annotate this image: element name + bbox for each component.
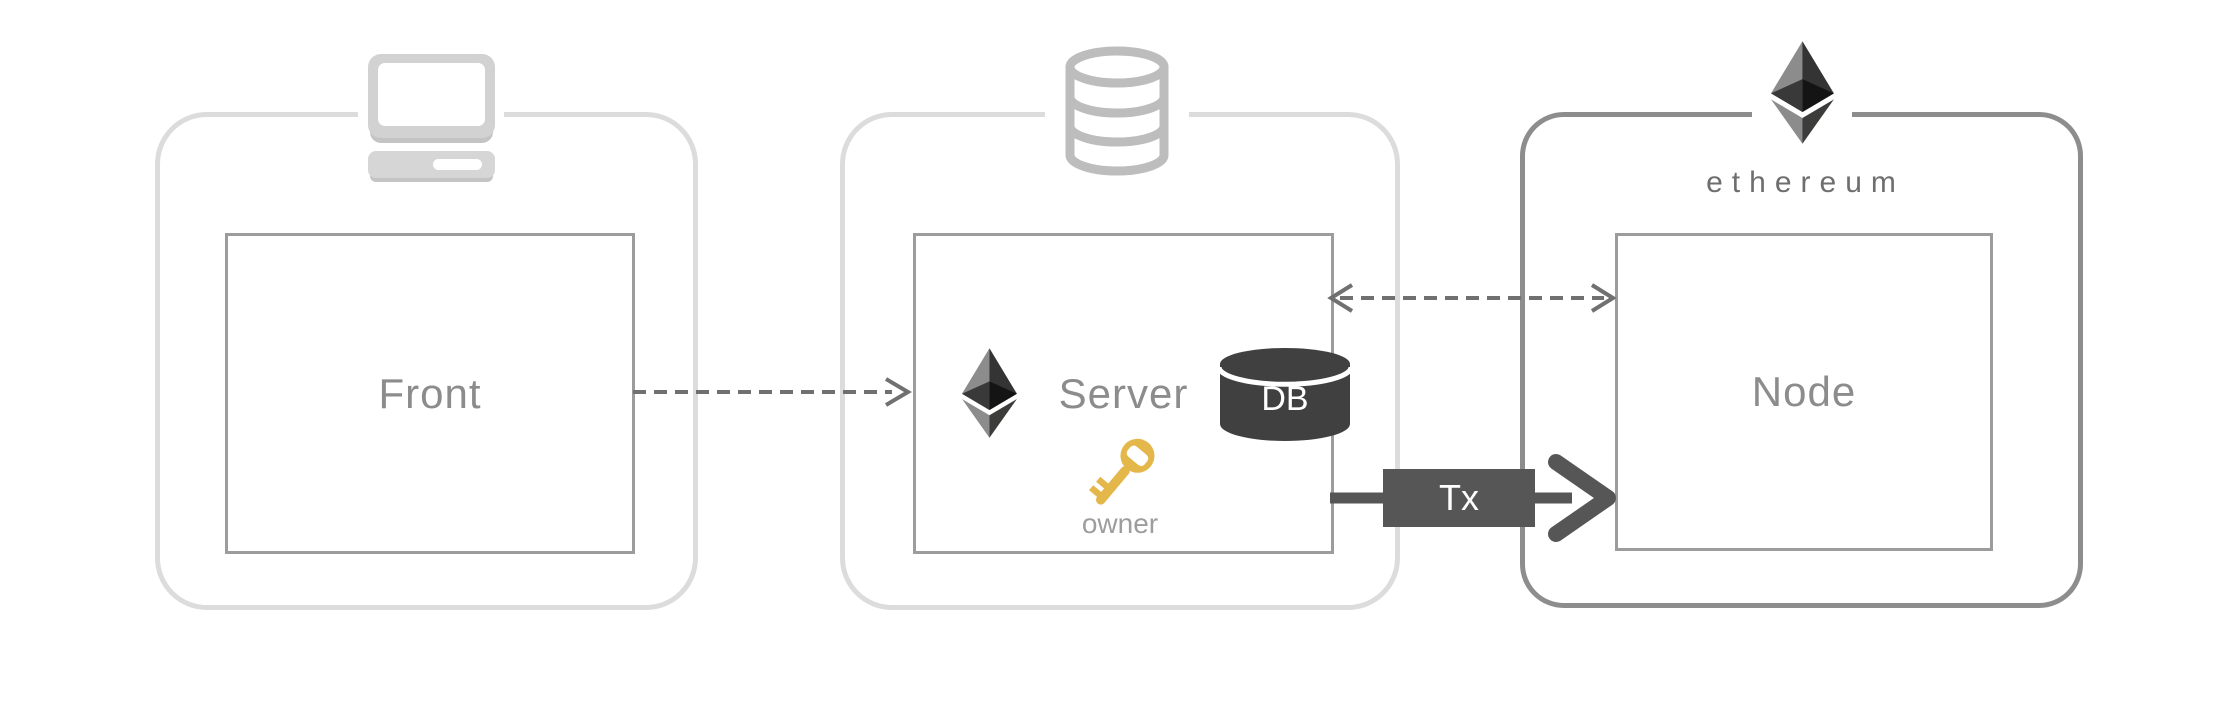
front-label: Front xyxy=(378,369,482,417)
key-icon-svg xyxy=(1089,438,1155,505)
database-stack-icon xyxy=(1045,42,1189,182)
server-label: Server xyxy=(1058,369,1189,417)
laptop-icon xyxy=(358,44,504,186)
owner-label: owner xyxy=(1081,508,1159,539)
node-box: Node xyxy=(1615,233,1993,551)
laptop-screen xyxy=(367,54,495,138)
key-icon xyxy=(1076,424,1170,522)
laptop-icon-shape xyxy=(367,54,495,178)
node-label: Node xyxy=(1751,368,1857,415)
db-cylinder-svg xyxy=(1216,348,1354,441)
ethereum-logo-icon xyxy=(1752,34,1852,150)
ethereum-wordmark: ethereum xyxy=(1706,166,1905,199)
database-stack-icon-svg xyxy=(1065,46,1169,176)
laptop-slot xyxy=(432,159,482,170)
front-box: Front xyxy=(225,233,635,554)
server-box: Server xyxy=(913,233,1334,554)
laptop-base xyxy=(367,151,495,178)
db-cylinder: DB xyxy=(1216,344,1354,446)
ethereum-logo-svg xyxy=(1770,41,1834,144)
db-label: DB xyxy=(1261,380,1309,419)
tx-box: Tx xyxy=(1383,469,1535,527)
ethereum-logo-icon-small xyxy=(962,348,1017,438)
tx-label: Tx xyxy=(1439,477,1479,518)
